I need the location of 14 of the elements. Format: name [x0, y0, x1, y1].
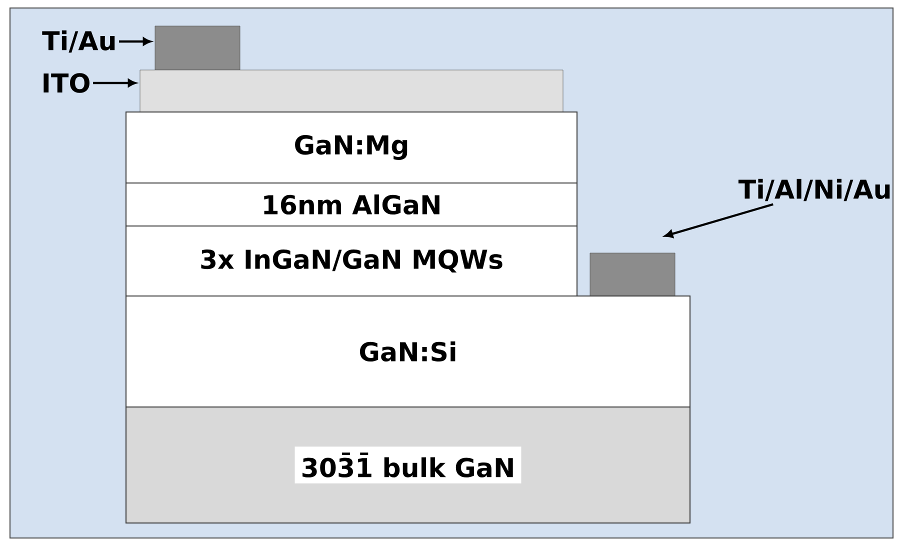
layer-label: ITO	[44, 73, 90, 93]
metal-contact	[590, 252, 676, 296]
arrow	[119, 38, 152, 46]
semiconductor-layer: GaN:Mg	[126, 112, 578, 184]
layer-label: Ti/Al/Ni/Au	[738, 178, 890, 202]
substrate-layer: 303̄1̄ bulk GaN	[126, 406, 690, 524]
arrow	[664, 203, 774, 238]
layer-label: Ti/Au	[42, 30, 115, 53]
semiconductor-layer: 16nm AlGaN	[126, 182, 578, 226]
metal-contact	[154, 26, 240, 70]
semiconductor-layer: 3x InGaN/GaN MQWs	[126, 226, 578, 296]
arrow	[93, 79, 136, 87]
semiconductor-layer: GaN:Si	[126, 296, 690, 408]
ito-layer	[140, 70, 564, 112]
